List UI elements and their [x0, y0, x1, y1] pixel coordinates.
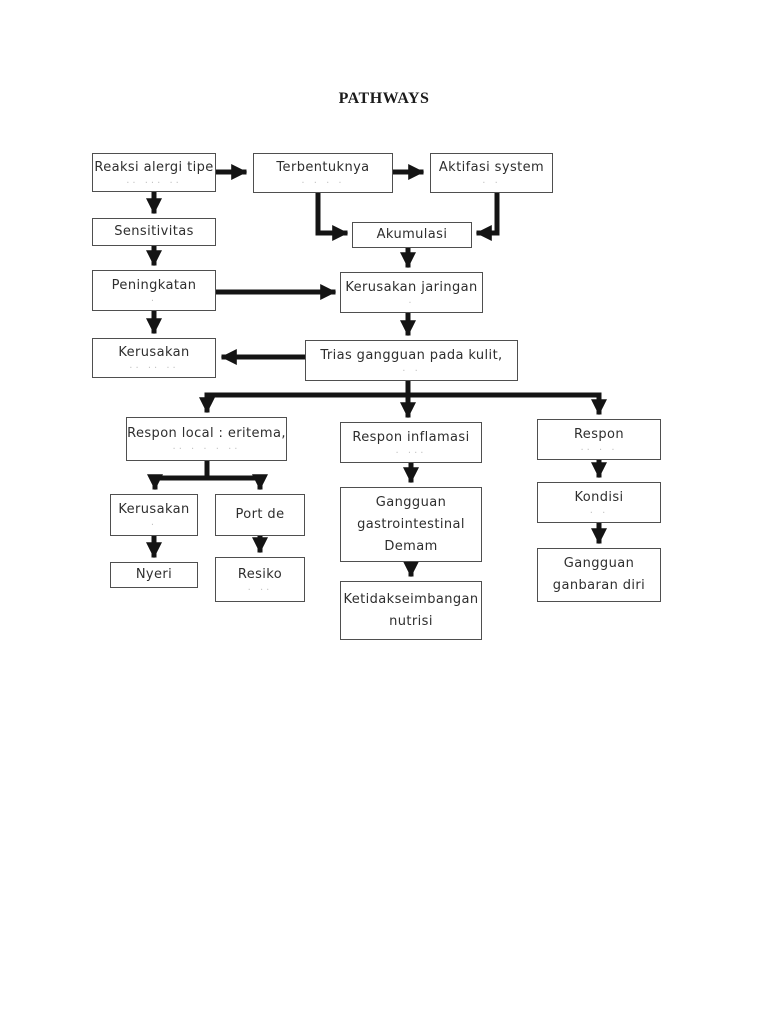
node-label: Respon inflamasi	[352, 429, 470, 445]
node-kerusakan-left: Kerusakan ·· ·· ··	[92, 338, 216, 378]
node-label: ganbaran diri	[552, 578, 646, 593]
node-label: Resiko	[237, 566, 283, 582]
node-label: Nyeri	[135, 567, 173, 582]
node-peningkatan: Peningkatan ·	[92, 270, 216, 311]
node-label: Gangguan	[375, 494, 447, 510]
node-respon-inflamasi: Respon inflamasi · ···	[340, 422, 482, 463]
node-gangguan-gastro: Gangguan gastrointestinal Demam	[340, 487, 482, 562]
faded-text: ·· ··· ··	[126, 177, 182, 189]
faded-text: · ·	[589, 507, 609, 519]
node-label: Kondisi	[574, 489, 624, 505]
node-label: Peningkatan	[111, 277, 197, 293]
arrow-aktifasi-to-akumulasi	[475, 190, 500, 242]
node-label: Sensitivitas	[114, 224, 194, 239]
node-aktifasi-system: Aktifasi system · ·	[430, 153, 553, 193]
node-kerusakan-jaringan: Kerusakan jaringan ·	[340, 272, 483, 313]
node-label: Kerusakan jaringan	[345, 279, 478, 295]
node-reaksi-alergi: Reaksi alergi tipe ·· ··· ··	[92, 153, 216, 192]
node-label: Ketidakseimbangan	[343, 591, 479, 607]
faded-text: · · · ·	[301, 178, 345, 189]
node-sensitivitas: Sensitivitas	[92, 218, 216, 246]
node-resiko: Resiko · ··	[215, 557, 305, 602]
node-terbentuknya: Terbentuknya · · · ·	[253, 153, 393, 193]
node-label: Akumulasi	[376, 227, 448, 242]
node-kondisi: Kondisi · ·	[537, 482, 661, 523]
page-title: PATHWAYS	[338, 90, 430, 107]
faded-text: ·· · ·	[580, 444, 618, 456]
faded-text: · ···	[395, 447, 427, 459]
node-label: nutrisi	[389, 613, 433, 629]
faded-text: · ·	[402, 365, 421, 377]
node-label: Trias gangguan pada kulit,	[320, 347, 503, 363]
node-label: gastrointestinal	[357, 516, 465, 532]
node-label: Kerusakan	[118, 502, 190, 517]
node-ketidakseimbangan: Ketidakseimbangan nutrisi	[340, 581, 482, 640]
faded-text: ·· ·· ··	[129, 363, 179, 374]
node-label: Reaksi alergi tipe	[94, 159, 214, 175]
node-gangguan-ganbaran: Gangguan ganbaran diri	[537, 548, 661, 602]
node-label: Port de	[235, 507, 285, 522]
faded-text: ·	[408, 297, 415, 309]
node-respon-right: Respon ·· · ·	[537, 419, 661, 460]
arrow-terbentuknya-to-akumulasi	[315, 190, 349, 242]
node-kerusakan-sub: Kerusakan ·	[110, 494, 198, 536]
node-respon-local: Respon local : eritema, ·· · · · ··	[126, 417, 287, 461]
node-trias-gangguan: Trias gangguan pada kulit, · ·	[305, 340, 518, 381]
node-label: Respon	[573, 426, 625, 442]
faded-text: · ·	[482, 178, 501, 189]
node-label: Aktifasi system	[438, 160, 545, 175]
node-label: Terbentuknya	[276, 160, 370, 175]
faded-text: ·	[150, 295, 158, 307]
faded-text: · ··	[247, 584, 273, 596]
node-label: Gangguan	[563, 556, 635, 571]
node-nyeri: Nyeri	[110, 562, 198, 588]
node-label: Respon local : eritema,	[127, 426, 286, 441]
node-port-de: Port de	[215, 494, 305, 536]
faded-text: ·	[150, 520, 158, 531]
node-label: Demam	[384, 538, 438, 554]
faded-text: ·· · · · ··	[172, 444, 241, 455]
node-label: Kerusakan	[118, 345, 190, 360]
node-akumulasi: Akumulasi	[352, 222, 472, 248]
